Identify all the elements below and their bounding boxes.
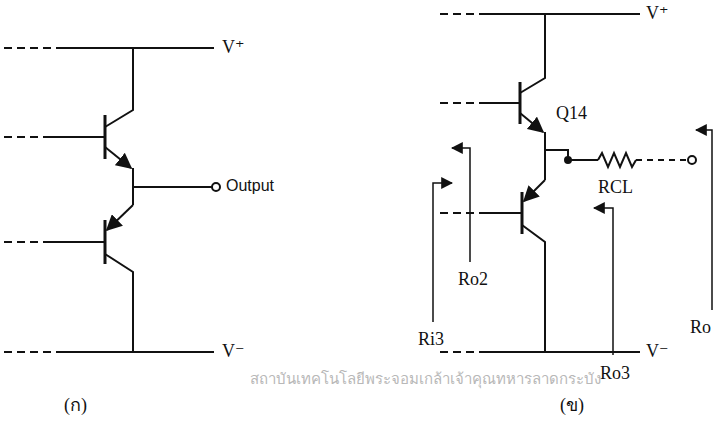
collector: [522, 225, 545, 352]
watermark: สถาบันเทคโนโลยีพระจอมเกล้าเจ้าคุณทหารลาด…: [250, 372, 601, 387]
base-wire: [4, 136, 50, 138]
collector: [520, 14, 545, 93]
resistance-label: Ro: [690, 318, 711, 336]
rail-label: V⁻: [222, 342, 245, 360]
emitter-wire: [544, 132, 546, 180]
resistance-arrow: [696, 130, 712, 310]
figure-label: (ก): [64, 396, 87, 414]
resistor-label: RCL: [598, 178, 633, 196]
base-wire: [440, 212, 480, 214]
resistor-symbol: [598, 153, 636, 167]
negative-rail: [60, 351, 214, 353]
base-wire: [50, 241, 105, 243]
collector: [105, 48, 133, 127]
base-bar: [104, 115, 107, 159]
base-wire: [440, 102, 480, 104]
negative-rail: [480, 351, 640, 353]
base-wire: [480, 212, 522, 214]
rail-label: V⁻: [646, 342, 669, 360]
positive-rail: [60, 47, 214, 49]
output-wire: [133, 186, 212, 188]
base-bar: [104, 220, 107, 264]
base-wire: [50, 136, 105, 138]
rail-label: V⁺: [222, 38, 245, 56]
transistor-label: Q14: [556, 104, 587, 122]
resistance-label: Ro3: [600, 364, 630, 382]
rail-dashed: [4, 47, 60, 49]
output-terminal: [688, 156, 696, 164]
resistance-label: Ri3: [418, 330, 444, 348]
emitter: [524, 180, 545, 201]
base-bar: [519, 82, 522, 124]
load-wire: [636, 159, 688, 161]
rail-label: V⁺: [646, 4, 669, 22]
base-wire: [4, 241, 50, 243]
output-wire: [545, 150, 568, 160]
rail-dashed: [4, 351, 60, 353]
rail-dashed: [440, 351, 480, 353]
terminal-label: Output: [226, 178, 274, 194]
resistance-arrow: [433, 183, 452, 322]
collector: [105, 254, 133, 352]
resistance-arrow: [452, 148, 470, 262]
figure-label: (ข): [560, 396, 584, 414]
emitter: [520, 113, 543, 132]
base-bar: [521, 192, 524, 234]
resistance-arrow: [594, 208, 613, 355]
resistance-label: Ro2: [458, 270, 488, 288]
output-terminal: [212, 183, 220, 191]
emitter: [107, 205, 133, 230]
positive-rail: [480, 13, 640, 15]
output-wire: [568, 159, 598, 161]
rail-dashed: [440, 13, 480, 15]
emitter: [105, 147, 131, 168]
base-wire: [480, 102, 520, 104]
